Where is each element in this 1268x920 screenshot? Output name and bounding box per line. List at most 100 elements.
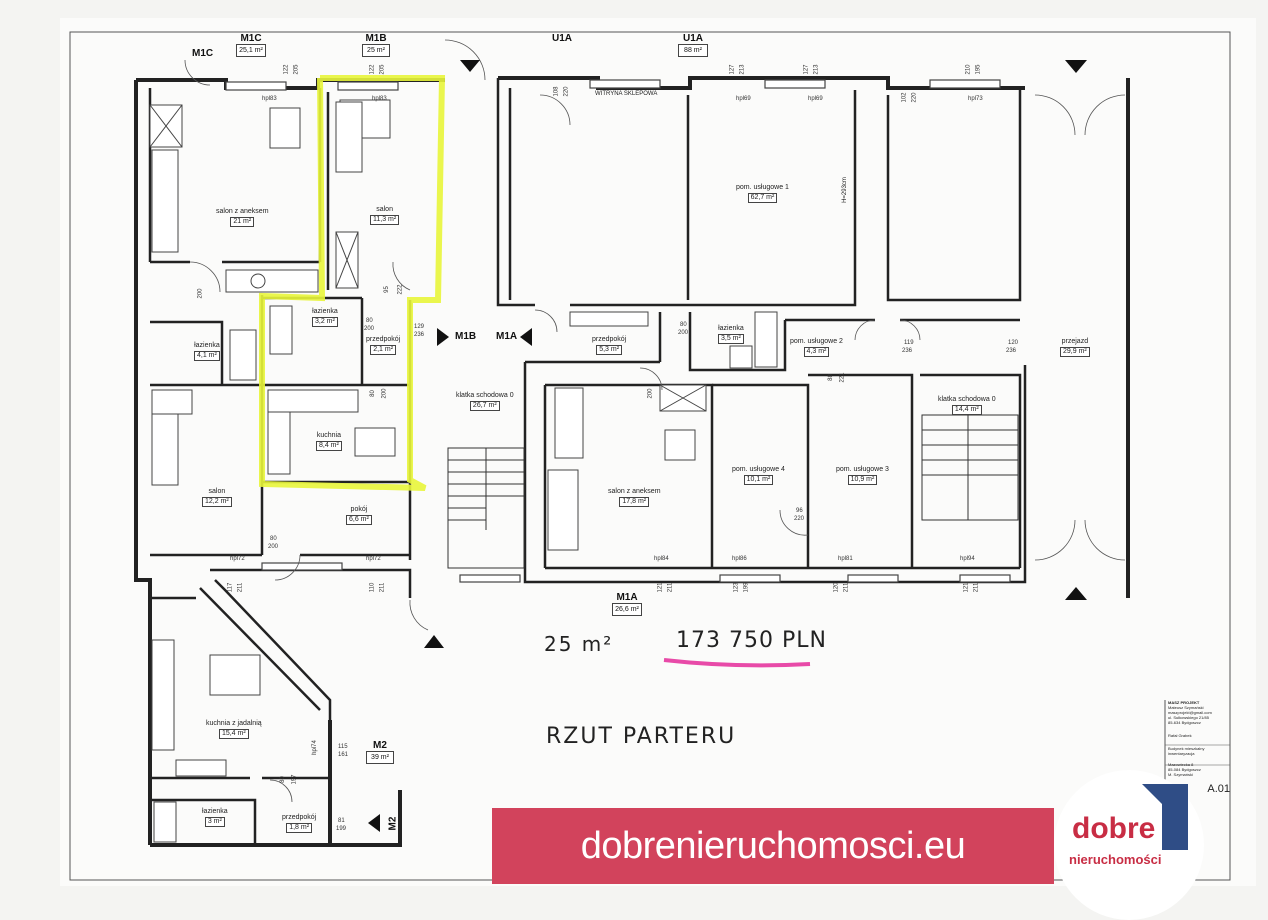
dim-label: 213 (813, 64, 820, 75)
dim-label: 200 (364, 326, 375, 332)
dim-label: 120 (833, 582, 840, 593)
level-mark: hpl83 (262, 96, 277, 102)
dim-label: 122 (369, 64, 376, 75)
room-area: 8,4 m² (316, 441, 342, 451)
dim-label: 161 (338, 752, 349, 758)
title-block-line: maszprojekt@gmail.com (1168, 710, 1212, 715)
logo-text-top: dobre (1072, 812, 1156, 845)
entrance-markers (368, 60, 1087, 832)
dim-label: 236 (1006, 348, 1017, 354)
logo-one-icon (1162, 784, 1188, 850)
dim-label: 117 (227, 582, 234, 593)
room-name: kuchnia z jadalnią (206, 720, 262, 727)
dim-label: 102 (901, 92, 908, 103)
title-block-line: Mazowiecka 8 (1168, 762, 1194, 767)
dim-label: 127 (729, 64, 736, 75)
room-name: pom. usługowe 2 (790, 338, 843, 345)
price-underline (663, 658, 811, 668)
level-mark: hpl84 (654, 556, 669, 562)
level-mark: hpl83 (372, 96, 387, 102)
entrance-m2-tag: M2 (387, 816, 399, 831)
dim-label: 200 (381, 388, 388, 399)
unit-m1c-area: 25,1 m² (236, 44, 266, 57)
dim-label: 108 (553, 86, 560, 97)
dim-label: 211 (237, 582, 244, 593)
dim-label: 119 (904, 340, 914, 346)
level-mark: hpl69 (736, 96, 751, 102)
room-area: 1,8 m² (286, 823, 313, 833)
dim-label: 123 (733, 582, 740, 593)
unit-u1a-left-label: U1A (548, 33, 576, 44)
title-block: MASZ PROJEKT Mateusz Szymański maszproje… (1168, 700, 1230, 795)
unit-u1a-left-code: U1A (551, 33, 572, 44)
floor-plan (69, 31, 1231, 881)
room-name: salon z aneksem (608, 488, 661, 495)
unit-m1a-area: 26,6 m² (612, 603, 642, 616)
level-mark: hpl72 (230, 556, 245, 562)
unit-u1a-right-area: 88 m² (678, 44, 708, 57)
unit-m1a-label: M1A 26,6 m² (612, 592, 642, 616)
room-name: przedpokój (366, 336, 401, 343)
dim-label: 121 (963, 582, 970, 593)
watermark-text: dobrenieruchomosci.eu (580, 824, 966, 867)
dim-label: 220 (563, 86, 570, 97)
room-name: przedpokój (592, 336, 627, 343)
title-block-line: Budynek mieszkalny (1168, 746, 1205, 751)
room-area: 2,1 m² (370, 345, 397, 355)
dim-label: 222 (397, 284, 404, 295)
dim-label: 80 (279, 776, 286, 783)
dim-label: 236 (902, 348, 913, 354)
dim-label: 200 (197, 288, 204, 299)
room-name: łazienka (312, 308, 338, 315)
unit-m1b-area: 25 m² (362, 44, 390, 57)
title-block-line: M. Szymański (1168, 772, 1193, 777)
title-block-sheet: A.01 (1207, 783, 1230, 795)
room-name: pokój (350, 506, 368, 513)
level-mark: hpl74 (311, 740, 318, 755)
dim-label: 122 (283, 64, 290, 75)
staircase-right (921, 414, 1019, 521)
title-block-line: 85-084 Bydgoszcz (1168, 767, 1201, 772)
highlight-m1b (259, 75, 446, 491)
room-przejazd: przejazd 29,9 m² (1060, 338, 1090, 357)
dim-label: 80 (366, 318, 373, 324)
dim-label: 236 (414, 332, 425, 338)
unit-m1b-label: M1B 25 m² (362, 33, 390, 57)
unit-m2-label: M2 39 m² (366, 740, 394, 764)
unit-m2-code: M2 (373, 740, 387, 751)
entrance-m1b-tag: M1B (455, 331, 477, 342)
windows (225, 79, 1011, 583)
room-name: pom. usługowe 3 (836, 466, 889, 473)
dim-label: 197 (291, 774, 298, 785)
room-przedpokoj-m1b: przedpokój 2,1 m² (366, 336, 400, 355)
room-area: 29,9 m² (1060, 347, 1090, 357)
room-name: salon (376, 206, 393, 213)
dim-label: 211 (379, 582, 386, 593)
handwritten-price: 173 750 PLN (676, 628, 827, 653)
dim-label: 115 (338, 744, 348, 750)
dim-label: 205 (379, 64, 386, 75)
room-name: klatka schodowa 0 (938, 396, 996, 403)
staircase-left (447, 447, 525, 569)
room-pom-uslugowe-3: pom. usługowe 3 10,9 m² (836, 466, 889, 485)
dim-label: 88 (827, 374, 834, 381)
room-area: 10,9 m² (847, 475, 878, 485)
level-mark: hpl73 (968, 96, 983, 102)
room-name: przejazd (1061, 338, 1089, 345)
dim-label: 96 (796, 508, 803, 514)
dim-label: 205 (293, 64, 300, 75)
logo-text-bottom: nieruchomości (1069, 852, 1162, 867)
unit-m1a-code: M1A (616, 592, 638, 603)
title-block-line: inwentaryzacja (1168, 751, 1195, 756)
